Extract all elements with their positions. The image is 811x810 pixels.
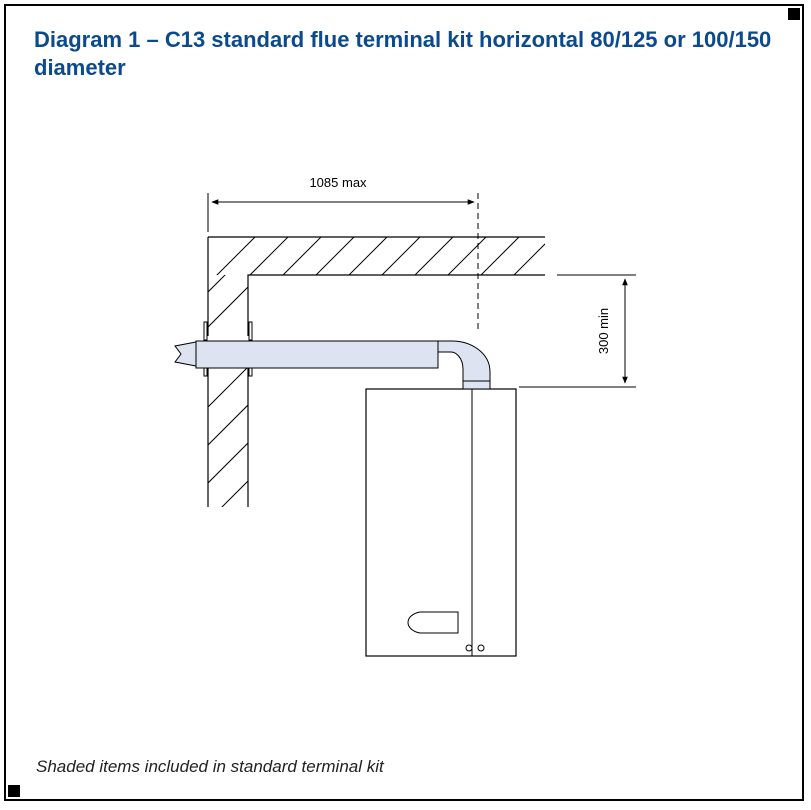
inner-wall-seal-top bbox=[248, 321, 253, 341]
diagram-title: Diagram 1 – C13 standard flue terminal k… bbox=[34, 27, 772, 80]
corner-marker-bottom-left bbox=[8, 785, 20, 797]
flue-terminal-kit bbox=[174, 321, 491, 390]
wall-and-ceiling bbox=[207, 236, 545, 507]
boiler-flue-adaptor bbox=[462, 380, 491, 390]
outer-wall-seal-top bbox=[203, 321, 208, 341]
boiler-indicator-left bbox=[465, 644, 473, 652]
diagram-frame bbox=[4, 4, 804, 801]
flue-elbow bbox=[437, 340, 491, 382]
flue-pipe bbox=[195, 340, 439, 369]
corner-marker-top-right bbox=[788, 8, 800, 20]
wall-hatching bbox=[208, 275, 248, 507]
boiler-display-panel bbox=[407, 611, 459, 634]
ceiling-hatching bbox=[216, 237, 545, 275]
outer-wall-seal-bottom bbox=[203, 367, 208, 377]
diagram-caption: Shaded items included in standard termin… bbox=[36, 757, 384, 776]
vertical-dimension-label: 300 min bbox=[596, 308, 611, 354]
horizontal-dimension: 1085 max bbox=[207, 175, 479, 330]
inner-wall-seal-bottom bbox=[248, 367, 253, 377]
horizontal-dimension-label: 1085 max bbox=[309, 175, 367, 190]
flue-terminal bbox=[174, 341, 197, 367]
vertical-dimension: 300 min bbox=[519, 274, 636, 388]
boiler-indicator-right bbox=[477, 644, 485, 652]
boiler-unit bbox=[365, 388, 517, 657]
